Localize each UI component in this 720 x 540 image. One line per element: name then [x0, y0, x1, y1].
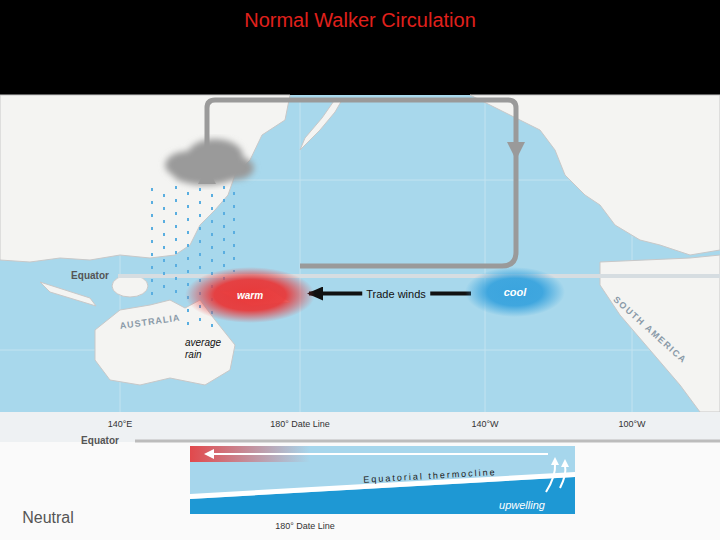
rain [163, 194, 165, 296]
current-arrowhead [204, 449, 214, 459]
rain [175, 186, 177, 296]
upwelling-arrowhead [551, 457, 559, 465]
loop-arrowhead [507, 142, 525, 160]
map-label: 180° Date Line [275, 521, 335, 531]
surface-current [212, 453, 548, 455]
cross-section [190, 446, 575, 514]
rain [151, 188, 153, 296]
blob-fill [465, 267, 565, 317]
asia [0, 95, 290, 262]
rain [187, 192, 189, 328]
map-label: upwelling [499, 499, 545, 512]
map-label: 140°E [108, 419, 133, 429]
map-label: 100°W [618, 419, 645, 429]
blob-label: cool [504, 286, 527, 298]
island [40, 282, 96, 306]
land [0, 95, 720, 412]
loop-arrowhead [198, 166, 216, 184]
sea-temperature-blob: warm [185, 267, 315, 323]
map-label: Equator [71, 270, 109, 282]
north-america [470, 95, 720, 255]
arrow-label: Trade winds [362, 287, 430, 300]
map-label: average rain [185, 337, 231, 360]
equator-line [135, 440, 720, 443]
map-label: Neutral [22, 509, 74, 527]
walker-loop [207, 100, 516, 266]
grid-line [300, 100, 301, 412]
south-america [600, 255, 720, 412]
island [112, 275, 148, 297]
japan [300, 98, 342, 150]
upwelling-arrowhead [561, 459, 569, 467]
background [0, 95, 720, 540]
rain [223, 186, 225, 282]
map-label: Equator [81, 435, 119, 447]
grid-line [485, 100, 486, 412]
title-band [0, 0, 720, 95]
sea-temperature-blob: cool [465, 267, 565, 317]
upwelling-arrow [560, 466, 565, 488]
map-label: 180° Date Line [270, 419, 330, 429]
blob-label: warm [237, 290, 263, 301]
map-label: 140°W [471, 419, 498, 429]
title: Normal Walker Circulation [0, 9, 720, 32]
ocean [0, 95, 720, 412]
rain [233, 192, 235, 272]
upwelling-arrow [546, 464, 555, 492]
blob-fill [185, 267, 315, 323]
